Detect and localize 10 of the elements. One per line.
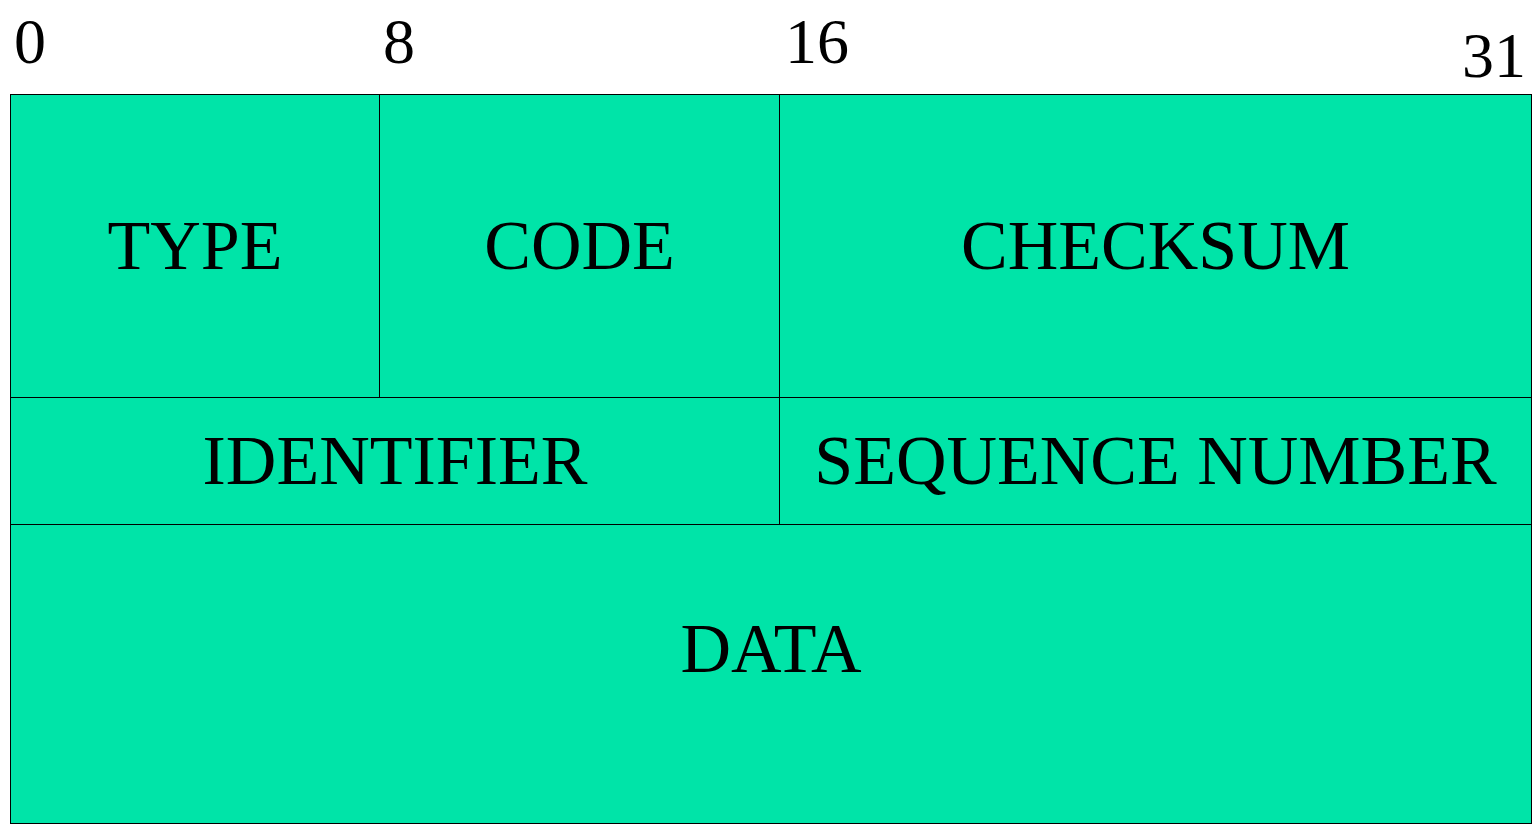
bit-position-number: 16	[785, 10, 849, 74]
bit-position-number: 0	[14, 10, 46, 74]
bit-position-number: 8	[383, 10, 415, 74]
header-field: CODE	[379, 94, 780, 398]
header-field: CHECKSUM	[779, 94, 1532, 398]
bit-position-number: 31	[1462, 24, 1526, 88]
header-field: TYPE	[10, 94, 380, 398]
header-field: SEQUENCE NUMBER	[779, 397, 1532, 525]
header-field: IDENTIFIER	[10, 397, 780, 525]
header-field: DATA	[10, 524, 1532, 824]
